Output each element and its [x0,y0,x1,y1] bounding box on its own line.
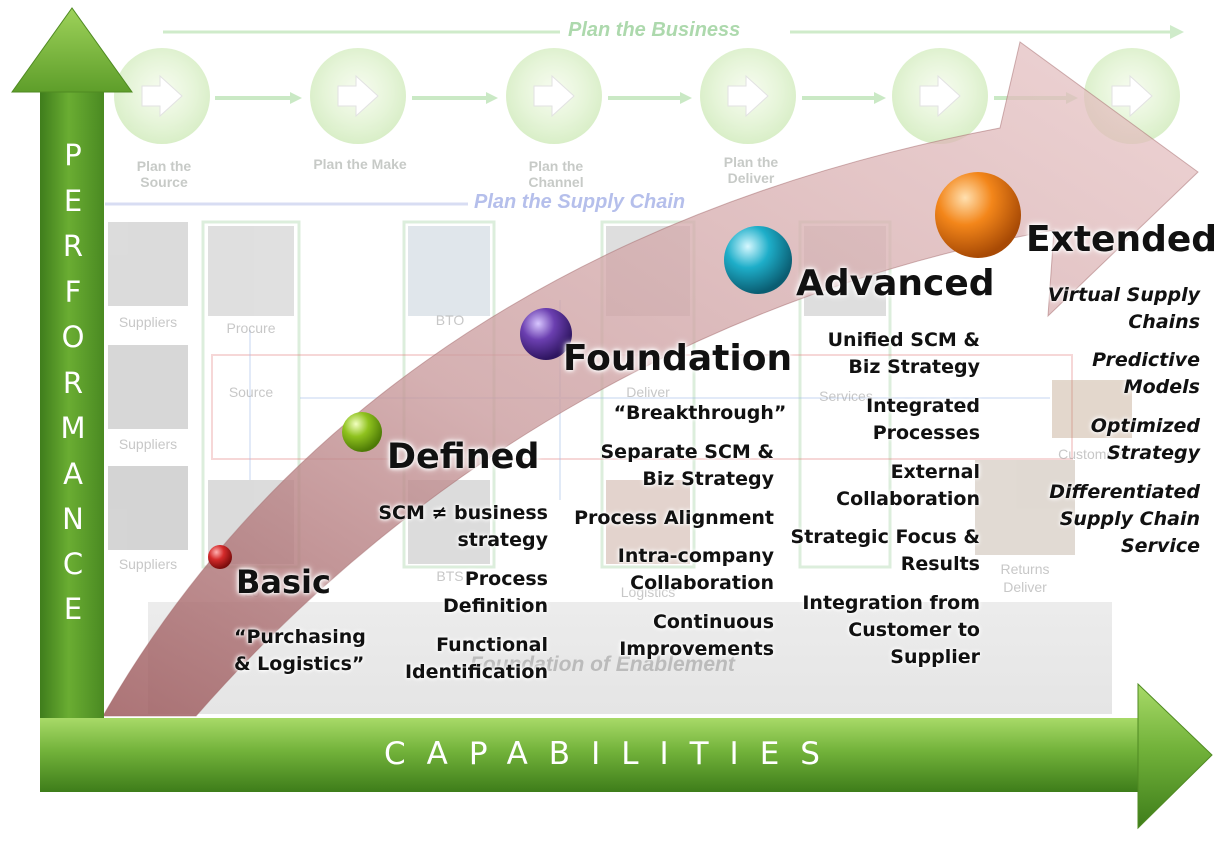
process-step-label: Plan the Make [313,156,407,172]
performance-letter: A [63,457,83,491]
stage-title-basic: Basic [236,563,331,601]
process-step-label: Plan the Deliver [723,154,779,186]
performance-letter: M [60,411,86,445]
process-circle [310,48,406,144]
bg-label: Suppliers [118,436,178,452]
stage-item: Strategic Focus & Results [790,526,980,575]
maturity-curve-arrow [102,41,1199,717]
stage-item: “Purchasing & Logistics” [234,626,366,675]
stage-title-foundation: Foundation [563,338,793,379]
process-step-label: Plan the Source [136,158,192,190]
bg-label: Services [819,388,873,404]
performance-letter: N [62,502,84,536]
bg-label: Logistics [620,584,676,600]
performance-letter: O [61,320,85,354]
plan-supply-chain-banner: Plan the Supply Chain [474,191,686,213]
performance-letter: R [62,366,84,400]
stage-item: Unified SCM & Biz Strategy [827,329,980,378]
stage-item: Process Definition [443,568,548,617]
bg-label: BTS [436,568,464,584]
performance-letter: E [63,592,83,626]
stage-item: Intra-company Collaboration [617,545,774,594]
bg-label: Source [228,384,274,400]
stage-title-defined: Defined [387,437,540,477]
bg-label: Deliver [626,384,670,400]
stage-sphere-extended [935,172,1021,258]
stage-item: Process Alignment [574,507,774,529]
performance-letter: C [62,547,84,581]
stage-item: Virtual Supply Chains [1047,284,1200,333]
capabilities-label: CAPABILITIES [384,736,841,772]
process-circle [892,48,988,144]
stage-item: External Collaboration [836,461,980,510]
process-circle [114,48,210,144]
bg-label: Customers [1058,446,1126,462]
plan-business-banner: Plan the Business [568,19,741,41]
stage-sphere-foundation [520,308,572,360]
stage-item: Continuous Improvements [619,611,774,660]
stage-title-advanced: Advanced [796,263,995,304]
bg-label: Returns Deliver [1000,561,1050,595]
stage-item: Integrated Processes [866,395,980,444]
stage-item: Differentiated Supply Chain Service [1049,481,1200,557]
stage-sphere-defined [342,412,382,452]
bg-label: Suppliers [118,556,178,572]
stage-item: Integration from Customer to Supplier [802,592,980,668]
bg-label: Procure [226,320,276,336]
stage-item: SCM ≠ business strategy [378,502,548,551]
performance-letter: F [64,275,82,309]
stage-item: Functional Identification [404,634,548,683]
foundation-enablement-banner: Foundation of Enablement [470,653,735,676]
bg-label: Suppliers [118,314,178,330]
stage-sphere-advanced [724,226,792,294]
stage-sphere-basic [208,545,232,569]
stage-item: Optimized Strategy [1090,415,1200,464]
process-circle [506,48,602,144]
performance-letter: E [63,184,83,218]
process-circle [700,48,796,144]
process-step-label: Plan the Channel [528,158,584,190]
stage-item: Predictive Models [1092,349,1200,398]
stage-item: “Breakthrough” [613,402,787,424]
performance-letter: R [62,229,84,263]
stage-item: Separate SCM & Biz Strategy [600,441,775,490]
performance-letter: P [64,138,82,172]
performance-axis-arrow [11,7,133,718]
capabilities-axis-arrow [40,682,1213,830]
bg-label: BTO [435,312,465,328]
stage-title-extended: Extended [1026,219,1218,260]
